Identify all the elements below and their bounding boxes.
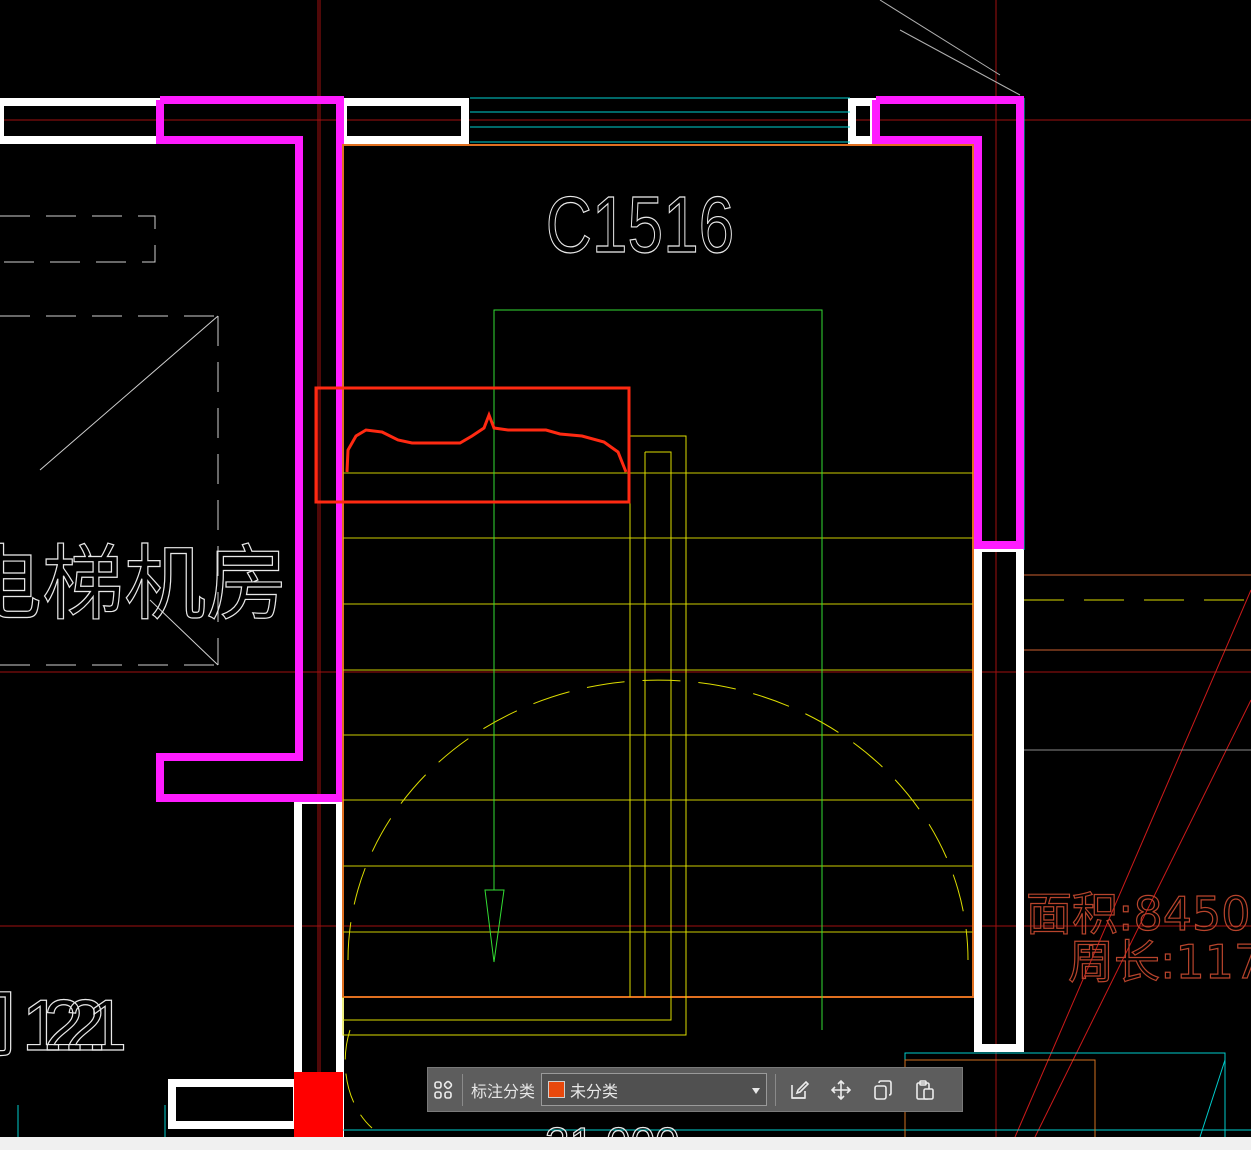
red-block	[294, 1072, 343, 1137]
category-label: 标注分类	[471, 1081, 536, 1101]
door-label-prefix: 门	[0, 983, 17, 1067]
right-lines	[1024, 574, 1251, 751]
machine-room-lines	[0, 215, 219, 666]
category-color-swatch	[548, 1081, 566, 1098]
copy-icon[interactable]	[868, 1075, 898, 1105]
magenta-walls	[156, 96, 1024, 802]
paste-icon[interactable]	[910, 1075, 940, 1105]
room-outline	[342, 144, 974, 998]
right-diagonals	[1014, 589, 1251, 1138]
window-label: C1516	[546, 180, 735, 269]
area-label: 面积:84500	[1026, 887, 1251, 941]
door-label: 1221	[22, 986, 127, 1066]
markup-rectangle[interactable]	[314, 386, 631, 504]
markup-freehand[interactable]	[345, 410, 628, 473]
stair-handrail	[342, 435, 687, 1036]
category-select-value: 未分类	[570, 1081, 619, 1101]
door-swing-arc	[347, 679, 969, 961]
markup-toolbar: 标注分类 未分类	[427, 1067, 963, 1112]
move-icon[interactable]	[826, 1075, 856, 1105]
toolbar-separator	[775, 1073, 777, 1106]
category-select[interactable]: 未分类	[541, 1073, 768, 1106]
stair-direction	[484, 309, 823, 1030]
chevron-down-icon	[752, 1088, 761, 1094]
edit-icon[interactable]	[784, 1075, 814, 1105]
room-label: 电梯机房	[0, 537, 288, 632]
toolbar-separator	[462, 1073, 463, 1106]
markup-grid-icon[interactable]	[428, 1075, 458, 1105]
hatch-lines	[879, 0, 1021, 96]
stair-treads	[343, 472, 973, 933]
door-swing-arc-lower	[344, 1029, 373, 1129]
perimeter-label: 周长:1176	[1068, 935, 1251, 989]
bottom-strip	[0, 1137, 1251, 1150]
